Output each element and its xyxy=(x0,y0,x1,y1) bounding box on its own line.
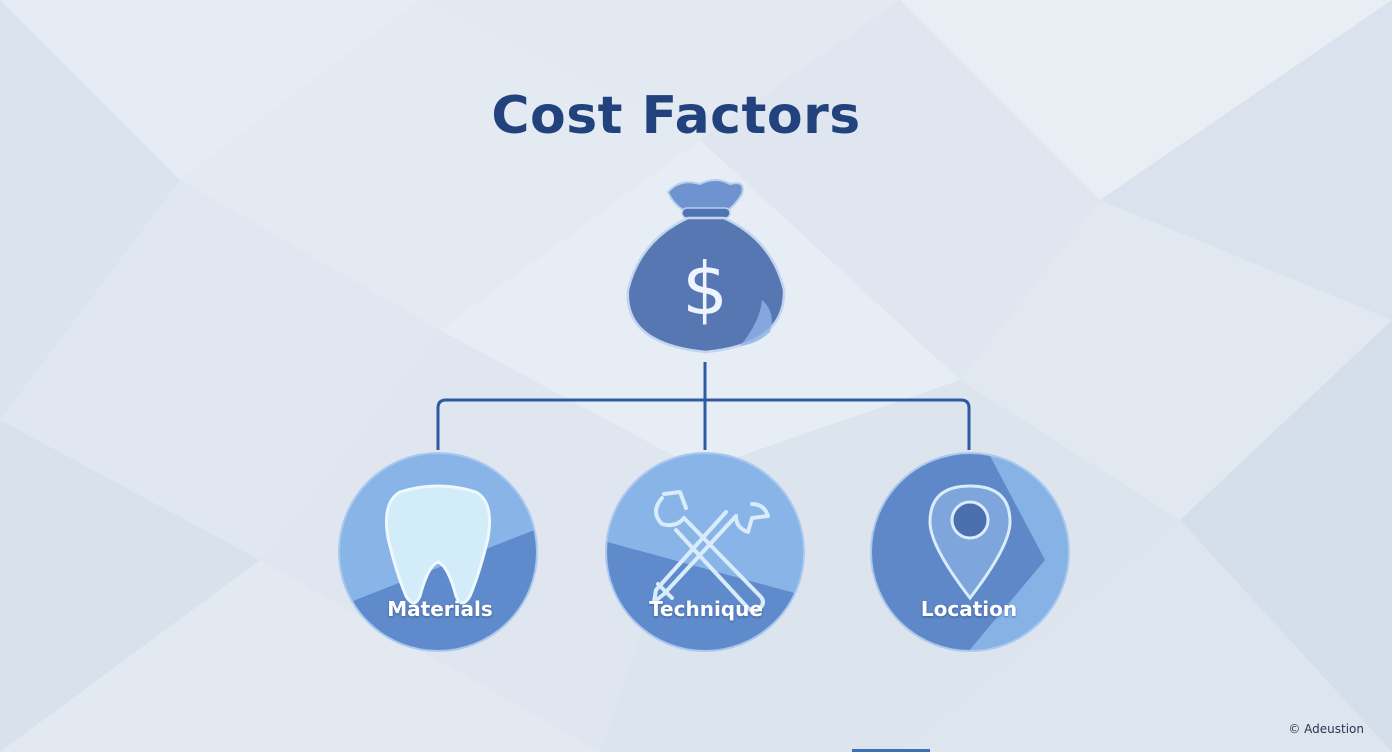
tools-icon xyxy=(652,490,770,613)
node-label-location: Location xyxy=(920,597,1018,621)
node-label-technique: Technique xyxy=(649,597,763,621)
location-pin-icon xyxy=(928,484,1012,601)
bottom-edge-tab xyxy=(852,749,930,752)
node-materials xyxy=(338,452,538,652)
node-label-materials: Materials xyxy=(387,597,493,621)
node-location xyxy=(870,452,1070,652)
dollar-symbol: $ xyxy=(682,247,728,331)
tooth-icon xyxy=(385,484,491,605)
page-title: Cost Factors xyxy=(491,86,861,146)
node-technique xyxy=(605,452,805,652)
connector-lines xyxy=(436,362,971,450)
money-bag-icon: $ xyxy=(626,179,786,354)
credit-text: © Adeustion xyxy=(1288,722,1364,736)
